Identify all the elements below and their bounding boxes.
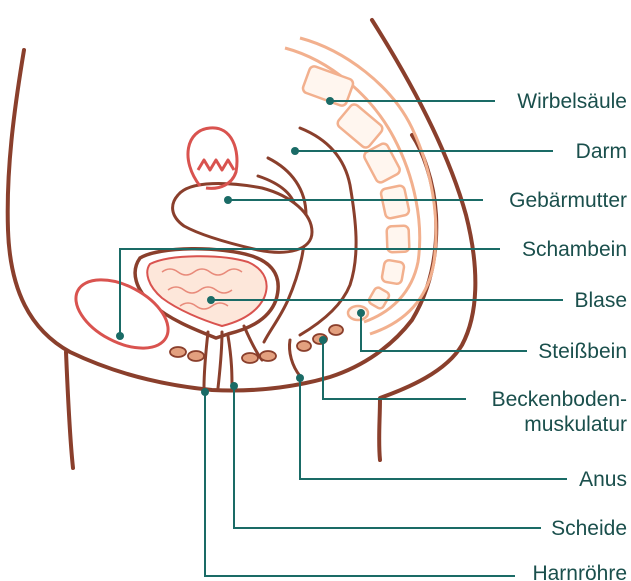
uterus [173, 184, 312, 253]
leader-lines [120, 101, 567, 576]
dot-beckenboden [319, 336, 327, 344]
dot-harnroehre [201, 388, 209, 396]
label-schambein: Schambein [522, 238, 627, 261]
tube-fimbriae [198, 160, 234, 170]
urethra-right [218, 332, 222, 388]
dot-scheide [230, 382, 238, 390]
vagina-left [228, 336, 232, 388]
leader-harnroehre [205, 392, 515, 576]
dot-darm [291, 147, 299, 155]
muscle-oval [242, 353, 258, 363]
label-gebaermutter: Gebärmutter [509, 189, 627, 212]
dot-blase [207, 296, 215, 304]
muscle-oval [329, 325, 343, 335]
label-darm: Darm [576, 140, 627, 163]
label-blase: Blase [574, 289, 627, 312]
thigh-front-line [66, 352, 73, 468]
dot-wirbelsaeule [326, 97, 334, 105]
vertebra [381, 259, 405, 284]
muscle-oval [170, 347, 186, 357]
label-beckenboden-line1: Beckenboden- [492, 388, 627, 411]
spine [285, 38, 436, 334]
uterus-body [173, 184, 312, 253]
labels: Wirbelsäule Darm Gebärmutter Schambein B… [492, 90, 627, 581]
label-beckenboden-line2: muskulatur [524, 413, 627, 436]
dot-schambein [116, 332, 124, 340]
vertebra [363, 142, 402, 184]
fallopian-tube [188, 128, 237, 188]
muscle-oval [188, 351, 204, 361]
tube-loop [188, 128, 237, 188]
dot-anus [296, 374, 304, 382]
urethra-left [204, 332, 208, 388]
label-anus: Anus [579, 468, 627, 491]
vertebra [368, 286, 391, 310]
leader-beckenboden [323, 340, 466, 399]
label-scheide: Scheide [551, 517, 627, 540]
muscle-oval [260, 351, 276, 361]
label-wirbelsaeule: Wirbelsäule [517, 90, 627, 113]
vertebra [380, 185, 410, 219]
label-harnroehre: Harnröhre [532, 562, 627, 581]
label-steissbein: Steißbein [538, 340, 627, 363]
dot-steissbein [357, 309, 365, 317]
dot-gebaermutter [224, 196, 232, 204]
muscle-oval [297, 341, 311, 351]
